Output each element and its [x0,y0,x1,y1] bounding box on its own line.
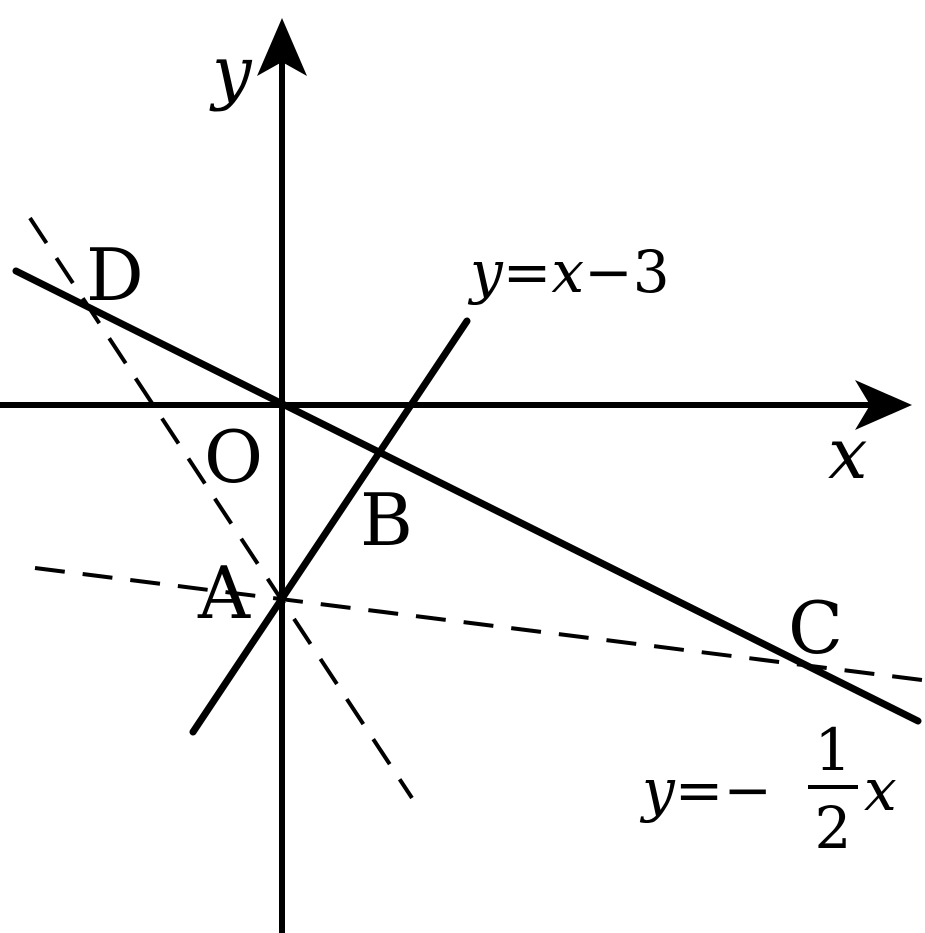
equation-line2-x: x [864,756,897,824]
line-y-eq-x-minus-3 [189,317,471,736]
x-axis-arrow [855,380,912,430]
y-axis-arrow [257,18,307,76]
x-axis-label: x [828,413,867,495]
point-label-a: A [197,551,251,635]
equation-line1-equals: = [503,238,552,306]
equation-line1-y: y [467,238,504,306]
equation-line2-y: y [639,756,676,824]
y-axis-label: y [209,31,253,113]
dashed-line-ad [28,216,414,800]
equation-line1-x: x [551,238,584,306]
point-label-c: C [788,586,843,670]
equation-line2-denominator: 2 [815,794,852,862]
point-label-b: B [360,478,413,562]
origin-label: O [204,415,263,499]
equation-line2-equals-minus: =− [675,756,772,824]
equation-line1-rest: −3 [584,238,670,306]
point-label-d: D [86,233,144,317]
dashed-line-ac [34,566,923,682]
line-y-eq-neg-half-x [12,267,922,725]
equation-line1: y=x−3 [467,238,670,306]
equation-line2-numerator: 1 [815,716,852,784]
equation-line2-lhs: y=− [639,756,772,824]
